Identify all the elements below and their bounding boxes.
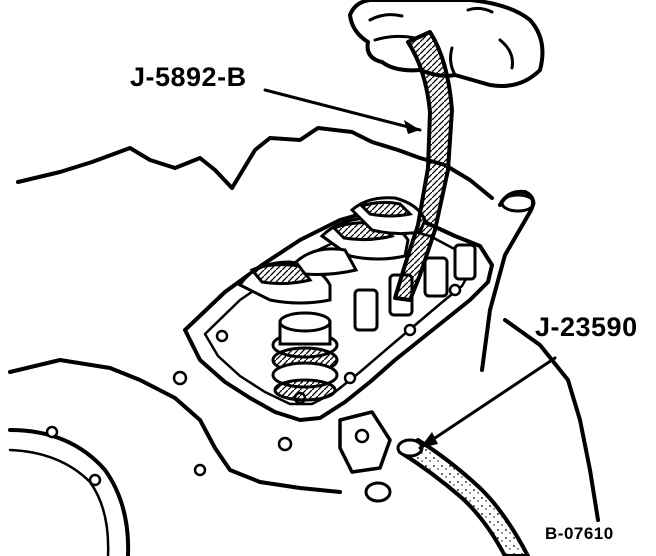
tool-j23590-body bbox=[398, 438, 530, 556]
tool-label-j23590: J-23590 bbox=[535, 312, 638, 342]
bracket-bolt bbox=[354, 428, 370, 444]
dipstick-handle bbox=[500, 193, 536, 213]
leader-j5892b bbox=[263, 88, 422, 132]
tool-j5892b-body bbox=[393, 30, 454, 302]
tool-label-j5892b: J-5892-B bbox=[130, 62, 247, 92]
leader-j23590 bbox=[418, 356, 557, 450]
leader-j5892b-arrow bbox=[404, 120, 420, 134]
rocker-arms bbox=[237, 196, 427, 305]
flywheel-housing bbox=[8, 428, 131, 556]
flywheel-housing-inner bbox=[8, 448, 110, 556]
cylinder-head-outline bbox=[183, 208, 494, 422]
lower-block-outline bbox=[8, 358, 342, 494]
engine-background-outline bbox=[16, 126, 494, 200]
plug-boss bbox=[364, 481, 392, 503]
mount-bracket bbox=[338, 410, 392, 474]
valve-spring bbox=[271, 311, 339, 402]
tool-j23590-fitting bbox=[396, 438, 424, 458]
hand-illustration bbox=[348, 0, 545, 88]
housing-bolts bbox=[45, 370, 293, 487]
figure-code: B-07610 bbox=[545, 524, 614, 543]
leader-j23590-arrow bbox=[420, 432, 438, 448]
block-right-edge bbox=[503, 318, 600, 522]
